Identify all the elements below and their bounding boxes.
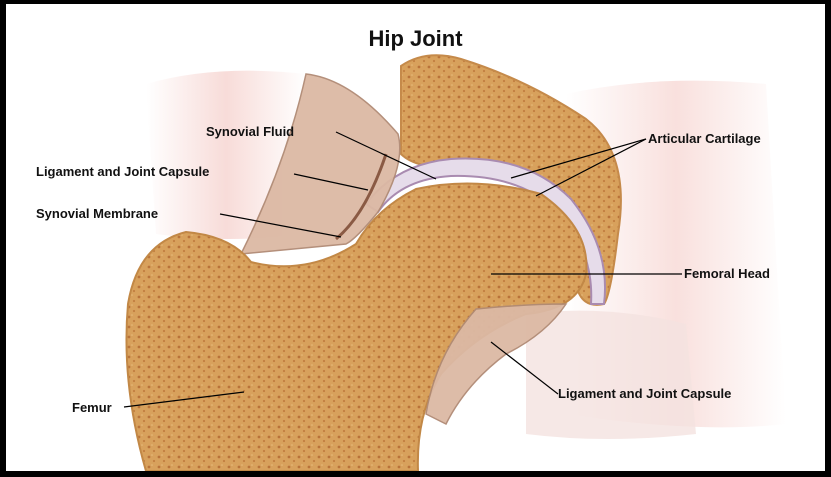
label-femur: Femur — [72, 400, 112, 416]
background-tissue-bottom — [526, 311, 696, 439]
label-synovial-membrane: Synovial Membrane — [36, 206, 158, 222]
label-femoral-head: Femoral Head — [684, 266, 770, 282]
diagram-title: Hip Joint — [6, 26, 825, 52]
diagram-frame: Hip Joint Synovial Fluid Ligament and Jo… — [6, 4, 825, 471]
label-synovial-fluid: Synovial Fluid — [206, 124, 294, 140]
label-ligament-capsule-lower: Ligament and Joint Capsule — [558, 386, 731, 402]
label-ligament-capsule-upper: Ligament and Joint Capsule — [36, 164, 209, 180]
label-articular-cartilage: Articular Cartilage — [648, 131, 761, 147]
